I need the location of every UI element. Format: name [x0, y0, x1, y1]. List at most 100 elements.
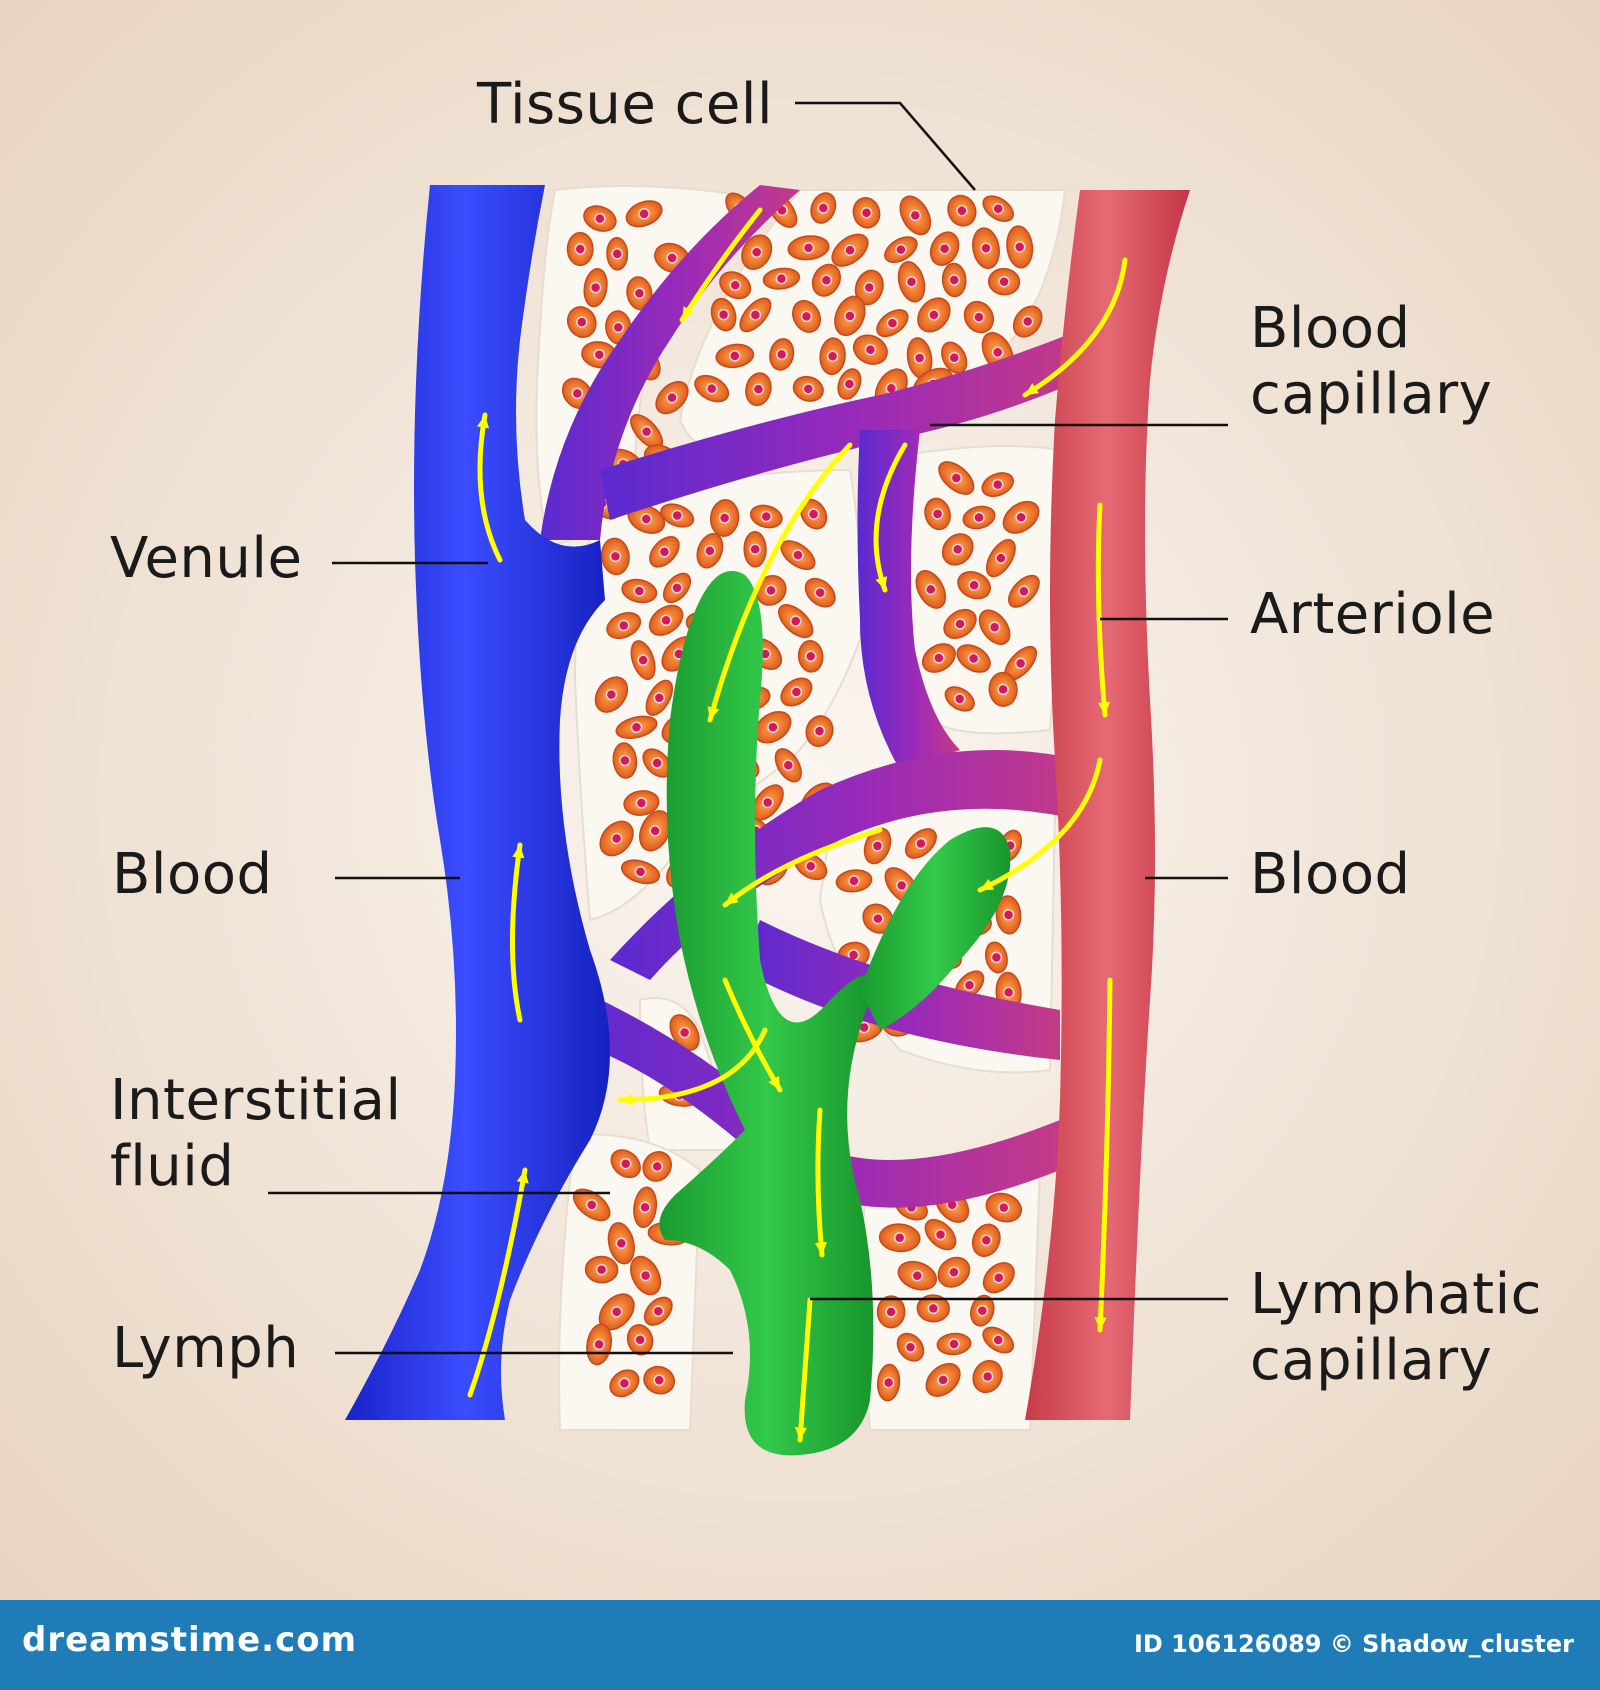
- tissue-cell: [662, 572, 692, 604]
- lymph-arrow-bottom-head: [794, 1427, 807, 1440]
- tissue-cell: [924, 497, 951, 531]
- lymph-arrow-middle-head: [814, 1241, 827, 1255]
- footer-bar: dreamstime.com ID 106126089 © Shadow_clu…: [0, 1600, 1600, 1690]
- tissue-cell: [649, 536, 680, 568]
- arteriole-arrow-bottom: [1097, 977, 1113, 1333]
- arteriole-arrow-top: [1022, 257, 1128, 398]
- tissue-cell: [607, 1222, 635, 1265]
- tissue-cell: [642, 1151, 672, 1182]
- tissue-cell: [609, 1369, 640, 1398]
- tissue-cell: [719, 271, 752, 300]
- label-blood-left: Blood: [112, 842, 273, 907]
- tissue-cell: [739, 297, 772, 333]
- flow-arrows: [467, 207, 1128, 1443]
- tissue-cell: [586, 1323, 613, 1366]
- label-lymph: Lymph: [112, 1316, 300, 1381]
- tissue-cell: [797, 639, 824, 673]
- tissue-cell: [715, 343, 755, 369]
- tissue-cell: [995, 895, 1022, 935]
- tissue-cell: [810, 192, 837, 224]
- tissue-cell: [710, 297, 737, 332]
- arteriole-arrow-branch-head: [980, 878, 994, 890]
- lymph-arrow-upper-head: [768, 1076, 780, 1090]
- tissue-cell: [972, 1359, 1003, 1394]
- leader-lines: [268, 101, 1228, 1355]
- tissue-cell: [774, 748, 802, 783]
- tissue-cell: [878, 1223, 921, 1253]
- tissue-cell: [970, 1294, 995, 1327]
- tissue-cell: [599, 820, 634, 857]
- tissue-cell: [904, 828, 937, 859]
- tissue-cell: [963, 300, 995, 334]
- tissue-cell: [837, 368, 862, 400]
- tissue-cell: [941, 533, 974, 566]
- tissue-cell: [972, 227, 1000, 270]
- tissue-cell: [981, 472, 1015, 498]
- tissue-cell: [1008, 574, 1040, 608]
- tissue-cell: [819, 337, 846, 376]
- dreamstime-logo[interactable]: dreamstime.com: [22, 1620, 358, 1660]
- image-id-credit: ID 106126089 © Shadow_cluster: [1133, 1630, 1574, 1658]
- label-arteriole: Arteriole: [1250, 582, 1496, 647]
- tissue-cell: [805, 715, 834, 747]
- tissue-cell: [743, 531, 767, 568]
- tissue-cell: [696, 533, 724, 569]
- capillary-arrow-into-lymph-head: [707, 706, 720, 720]
- label-tissue-cell: Tissue cell: [477, 72, 773, 137]
- tissue-cell: [982, 1262, 1015, 1294]
- tissue-cell: [831, 233, 869, 267]
- tissue-cell: [626, 276, 653, 311]
- tissue-cell: [938, 461, 975, 495]
- capillary-arrow-middle: [722, 827, 883, 908]
- arteriole-arrow-branch: [977, 757, 1103, 893]
- tissue-cell: [778, 604, 814, 639]
- capillary-arrow-center-head: [875, 576, 888, 590]
- capillary-top-cross: [600, 330, 1080, 520]
- lymph-arrow-middle: [815, 1107, 825, 1258]
- tissue-cell: [835, 869, 873, 893]
- tissue-cell: [982, 1326, 1015, 1354]
- tissue-cell: [762, 267, 801, 290]
- tissue-cell: [971, 1223, 1001, 1257]
- tissue-cell: [792, 299, 821, 333]
- label-blood-capillary: Blood capillary: [1250, 296, 1492, 428]
- tissue-cell: [915, 570, 947, 609]
- venule-vessel: [345, 185, 610, 1420]
- tissue-cell: [598, 1293, 635, 1331]
- tissue-cell: [643, 1296, 673, 1326]
- tissue-cell: [862, 903, 894, 934]
- arteriole-arrow-mid-head: [1097, 701, 1110, 715]
- tissue-cell: [638, 810, 672, 852]
- tissue-cell: [745, 372, 772, 407]
- tissue-cell: [1006, 225, 1034, 269]
- tissue-cell: [811, 263, 841, 297]
- tissue-cell: [694, 374, 730, 403]
- capillary-middle-arc: [610, 750, 1080, 980]
- leader-tissue-cell: [795, 101, 976, 191]
- arteriole-vessel: [1025, 190, 1190, 1420]
- venule-arrow-lower-head: [516, 1170, 529, 1184]
- tissue-cell: [780, 540, 816, 571]
- tissue-cell: [642, 748, 672, 778]
- tissue-cell: [610, 1149, 641, 1179]
- tissue-cell: [937, 1256, 971, 1288]
- tissue-cell: [655, 381, 689, 415]
- venule-arrow-middle-head: [512, 845, 525, 859]
- label-blood-capillary-line1: Blood: [1250, 296, 1411, 361]
- tissue-cell: [630, 1255, 662, 1296]
- tissue-cell: [947, 194, 977, 227]
- tissue-cell: [584, 1255, 619, 1284]
- capillary-top-left-branch: [540, 185, 800, 540]
- capillary-arrow-middle-head: [725, 892, 739, 905]
- tissue-cell: [897, 1260, 938, 1291]
- tissue-cell: [917, 297, 951, 333]
- tissue-cell: [780, 677, 813, 707]
- tissue-cell: [615, 715, 658, 739]
- label-lymphatic-line2: capillary: [1250, 1328, 1493, 1394]
- tissue-cell: [834, 295, 866, 337]
- tissue-cell: [741, 234, 773, 271]
- tissue-cell: [956, 644, 991, 673]
- tissue-cell: [623, 790, 660, 816]
- lymph-arrow-upper: [722, 977, 783, 1093]
